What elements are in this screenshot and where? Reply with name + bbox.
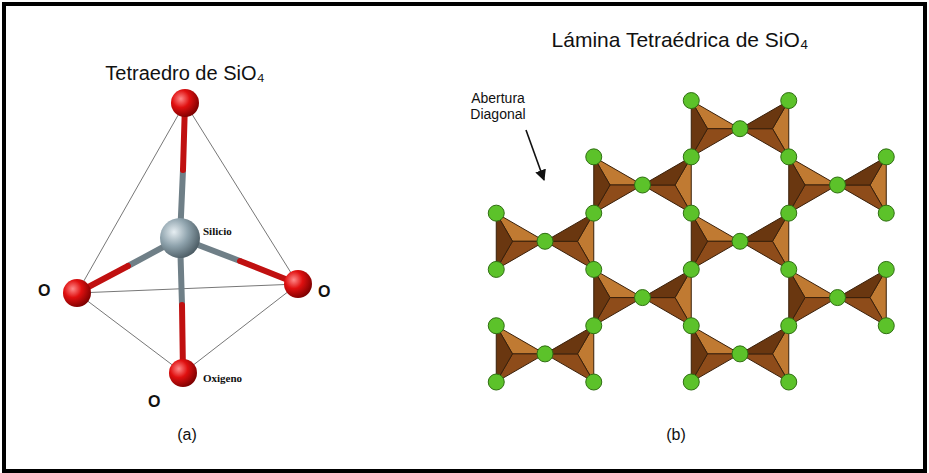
oxygen-dot [537,346,553,362]
tetrahedron-face [789,157,805,213]
oxygen-dot [488,261,504,277]
oxygen-dot [878,149,894,165]
atom-label: O [148,393,160,411]
oxygen-dot [683,149,699,165]
atom-label: Silicio [203,225,232,238]
tetrahedron-face [691,101,707,157]
panel-title: Tetraedro de SiO₄ [105,62,264,85]
oxygen-dot [781,205,797,221]
atom-label: O [38,282,50,300]
oxygen-dot [732,121,748,137]
oxygen-dot [488,205,504,221]
oxygen-dot [781,149,797,165]
oxygen-dot [878,205,894,221]
panel-title: Lámina Tetraédrica de SiO₄ [552,28,809,52]
oxygen-dot [830,177,846,193]
oxygen-dot [537,233,553,249]
tetrahedron-face [789,269,805,325]
oxygen-dot [683,318,699,334]
oxygen-dot [878,261,894,277]
oxygen-dot [878,318,894,334]
oxygen-dot [683,93,699,109]
oxygen-dot [488,318,504,334]
tetrahedron-face [691,213,707,269]
oxygen-dot [635,290,651,306]
oxygen-dot [586,205,602,221]
tetrahedron-face [496,326,512,382]
oxygen-dot [586,149,602,165]
atom-label: O [318,283,330,301]
oxygen-dot [781,261,797,277]
tetrahedron-face [691,326,707,382]
oxygen-dot [488,374,504,390]
oxygen-dot [635,177,651,193]
oxygen-dot [781,93,797,109]
callout-label: Abertura Diagonal [462,90,534,122]
oxygen-dot [683,261,699,277]
oxygen-dot [586,318,602,334]
panel-caption: (b) [666,426,686,444]
oxygen-dot [781,374,797,390]
oxygen-dot [781,318,797,334]
tetrahedron-face [594,157,610,213]
oxygen-dot [586,374,602,390]
atom-label: Oxigeno [203,372,242,385]
tetrahedron-face [496,213,512,269]
panel-caption: (a) [177,426,197,444]
oxygen-dot [683,205,699,221]
oxygen-dot [683,374,699,390]
oxygen-dot [830,290,846,306]
oxygen-dot [732,233,748,249]
oxygen-dot [732,346,748,362]
tetrahedron-face [594,269,610,325]
oxygen-dot [586,261,602,277]
